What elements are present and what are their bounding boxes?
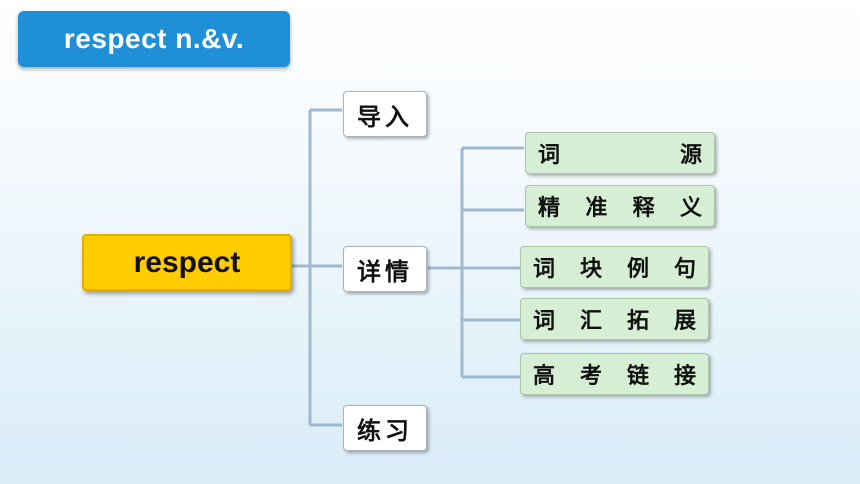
leaf-exam-links[interactable]: 高 考 链 接 [520, 353, 709, 395]
leaf-phrases-examples[interactable]: 词 块 例 句 [520, 246, 709, 288]
leaf-char: 块 [579, 257, 602, 282]
leaf-definition[interactable]: 精 准 释 义 [525, 185, 715, 227]
leaf-char: 考 [579, 364, 602, 389]
leaf-char: 释 [632, 196, 655, 221]
leaf-char: 精 [538, 196, 561, 221]
leaf-char: 源 [679, 143, 702, 168]
leaf-char: 汇 [579, 309, 602, 334]
page-title: respect n.&v. [18, 11, 290, 67]
branch-practice[interactable]: 练习 [343, 405, 427, 451]
leaf-char: 词 [538, 143, 561, 168]
leaf-char: 例 [626, 257, 649, 282]
leaf-char: 链 [626, 364, 649, 389]
leaf-char: 准 [585, 196, 608, 221]
leaf-char: 词 [533, 309, 556, 334]
root-node: respect [82, 234, 292, 291]
leaf-etymology[interactable]: 词 源 [525, 132, 715, 174]
leaf-char: 词 [533, 257, 556, 282]
branch-intro[interactable]: 导入 [343, 91, 427, 137]
leaf-char: 展 [673, 309, 696, 334]
leaf-char: 句 [673, 257, 696, 282]
leaf-char: 高 [533, 364, 556, 389]
leaf-char: 拓 [626, 309, 649, 334]
leaf-vocab-expansion[interactable]: 词 汇 拓 展 [520, 298, 709, 340]
leaf-char: 义 [679, 196, 702, 221]
leaf-char: 接 [673, 364, 696, 389]
branch-details[interactable]: 详情 [343, 246, 427, 292]
